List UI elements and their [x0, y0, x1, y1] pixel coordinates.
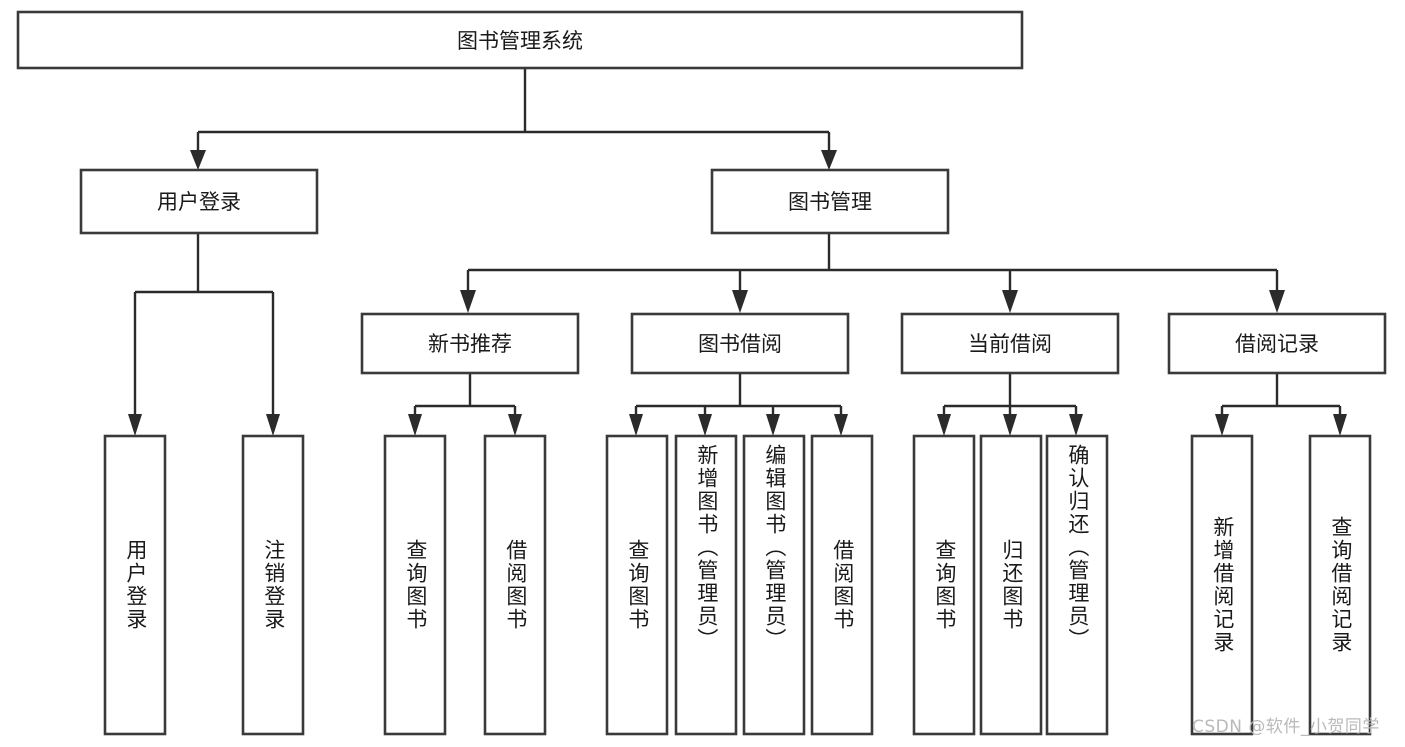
node-borrow-record[interactable] [1167, 312, 1387, 375]
arrow-to-new-book-recommend [460, 290, 476, 313]
arrow-to-leaf-add-book [698, 414, 712, 436]
arrow-to-current-borrow [1002, 290, 1018, 313]
node-leaf-borrow-book-2[interactable] [810, 434, 874, 736]
node-leaf-query-record[interactable] [1308, 434, 1372, 736]
node-root-system[interactable] [16, 10, 1024, 70]
arrow-to-leaf-return-book [1003, 414, 1017, 436]
node-root-system-label: 图书管理系统 [457, 29, 583, 53]
arrow-to-leaf-query-record [1333, 414, 1347, 436]
arrow-to-leaf-add-record [1215, 414, 1229, 436]
node-leaf-edit-book[interactable] [742, 434, 806, 736]
node-leaf-confirm-return[interactable] [1045, 434, 1109, 736]
arrow-to-book-borrow [732, 290, 748, 313]
node-leaf-return-book[interactable] [979, 434, 1043, 736]
connector-layer [128, 68, 1347, 436]
arrow-to-leaf-user-login [128, 414, 142, 436]
node-book-manage[interactable] [710, 168, 950, 235]
arrow-to-leaf-confirm-return [1069, 414, 1083, 436]
arrow-to-leaf-borrow-book-1 [508, 414, 522, 436]
node-current-borrow[interactable] [900, 312, 1120, 375]
arrow-to-leaf-borrow-book-2 [834, 414, 848, 436]
node-leaf-logout[interactable] [241, 434, 305, 736]
arrow-to-leaf-query-book-1 [408, 414, 422, 436]
node-new-book-recommend[interactable] [360, 312, 580, 375]
watermark-text: CSDN @软件_小贺同学 [1192, 717, 1380, 737]
arrow-to-borrow-record [1269, 290, 1285, 313]
node-current-borrow-label: 当前借阅 [968, 332, 1052, 356]
arrow-to-user-login [190, 150, 206, 170]
node-user-login[interactable] [79, 168, 319, 235]
node-user-login-label: 用户登录 [157, 190, 241, 214]
node-leaf-query-book-1[interactable] [383, 434, 447, 736]
arrow-to-leaf-query-book-2 [629, 414, 643, 436]
node-leaf-borrow-book-1[interactable] [483, 434, 547, 736]
node-leaf-user-login[interactable] [103, 434, 167, 736]
arrow-to-book-manage [821, 150, 837, 170]
node-leaf-add-record[interactable] [1190, 434, 1254, 736]
node-book-borrow[interactable] [630, 312, 850, 375]
node-leaf-add-book[interactable] [674, 434, 738, 736]
node-leaf-query-book-2[interactable] [605, 434, 669, 736]
node-layer: 图书管理系统 用户登录 图书管理 新书推荐 图书借阅 当前借阅 借阅记录 [16, 10, 1387, 736]
node-book-borrow-label: 图书借阅 [698, 332, 782, 356]
node-borrow-record-label: 借阅记录 [1235, 332, 1319, 356]
node-new-book-recommend-label: 新书推荐 [428, 332, 512, 356]
node-book-manage-label: 图书管理 [788, 190, 872, 214]
arrow-to-leaf-logout [266, 414, 280, 436]
arrow-to-leaf-edit-book [766, 414, 780, 436]
arrow-to-leaf-query-book-3 [937, 414, 951, 436]
node-leaf-query-book-3[interactable] [912, 434, 976, 736]
